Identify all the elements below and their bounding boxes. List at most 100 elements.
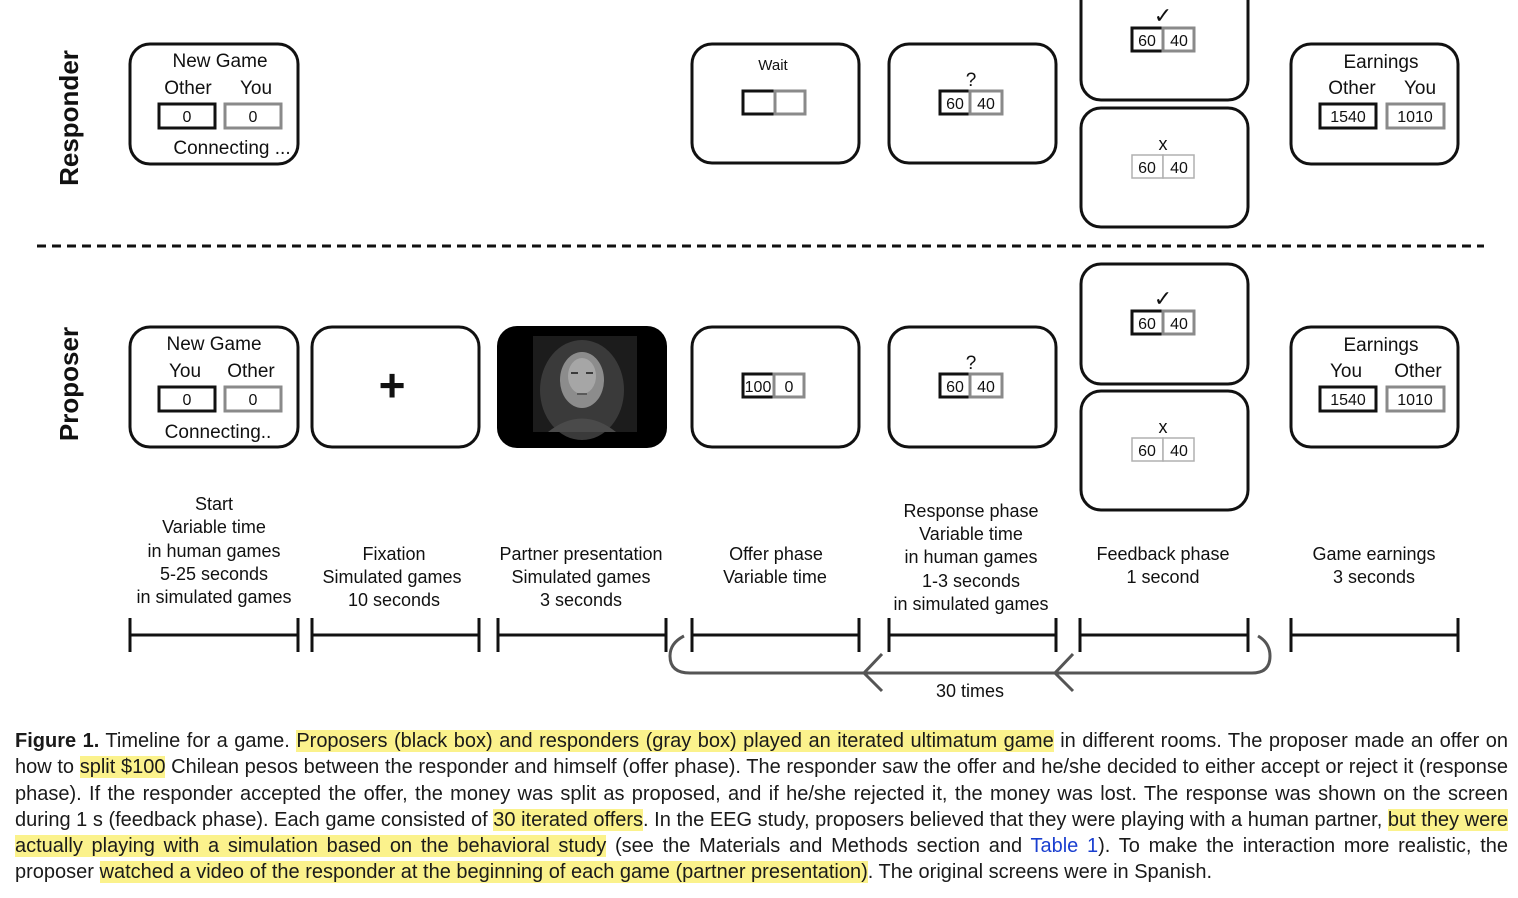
responder-gray-box bbox=[223, 102, 283, 130]
caption-text: in different rooms. The proposer made an… bbox=[15, 730, 1508, 779]
offer-box-b bbox=[1161, 26, 1196, 53]
proposer-black-box bbox=[157, 385, 217, 413]
caption-text: (see the Materials and Methods section a… bbox=[606, 835, 1031, 858]
fixation-cross-icon: + bbox=[379, 359, 406, 411]
phase-label-fixation: Fixation Simulated games 10 seconds bbox=[322, 544, 461, 610]
right-player-label: You bbox=[1404, 78, 1436, 99]
responder-feedback-reject-screen: x 60 40 bbox=[1079, 106, 1250, 229]
phase-label-response: Response phase Variable time in human ga… bbox=[893, 501, 1048, 614]
svg-text:1-3 seconds: 1-3 seconds bbox=[922, 571, 1020, 591]
proposer-earnings-screen: Earnings You Other 1540 1010 bbox=[1289, 325, 1460, 449]
caption-highlight: split $100 bbox=[79, 756, 166, 779]
screen-title: New Game bbox=[172, 51, 267, 72]
svg-text:Offer phase: Offer phase bbox=[729, 544, 823, 564]
proposer-row-label: Proposer bbox=[54, 327, 84, 441]
phase-label-partner: Partner presentation Simulated games 3 s… bbox=[499, 544, 662, 610]
duration-bar-partner bbox=[496, 618, 668, 652]
proposer-response-screen: ? 60 40 bbox=[887, 325, 1058, 449]
responder-feedback-accept-screen: ✓ 60 40 bbox=[1079, 0, 1250, 102]
question-mark: ? bbox=[966, 353, 977, 374]
responder-gray-box bbox=[223, 385, 283, 413]
loop-arrow-icon bbox=[1052, 652, 1075, 693]
wait-label: Wait bbox=[758, 57, 788, 74]
proposer-offer-screen: 100 0 bbox=[690, 325, 861, 449]
table-1-link[interactable]: Table 1 bbox=[1030, 835, 1099, 858]
offer-value-a: 100 bbox=[745, 379, 772, 396]
proposer-feedback-reject-screen: x 60 40 bbox=[1079, 389, 1250, 512]
svg-text:3 seconds: 3 seconds bbox=[540, 590, 622, 610]
x-mark-icon: x bbox=[1159, 134, 1168, 154]
status-text: Connecting.. bbox=[165, 422, 272, 443]
offer-value-a: 60 bbox=[946, 379, 964, 396]
partner-video-image bbox=[533, 336, 637, 440]
figure-caption: Figure 1. Timeline for a game. Proposers… bbox=[15, 728, 1508, 886]
timeline-figure: Responder Proposer New Game Other You 0 … bbox=[37, 0, 1484, 701]
left-value: 0 bbox=[183, 392, 192, 409]
caption-highlight: 30 iterated offers bbox=[493, 808, 644, 831]
duration-bar-fixation bbox=[310, 618, 481, 652]
offer-value-b: 40 bbox=[1170, 160, 1188, 177]
screen-title: Earnings bbox=[1344, 52, 1419, 73]
caption-text: ). To make the interaction more realisti… bbox=[15, 835, 1509, 884]
right-value: 0 bbox=[249, 392, 258, 409]
responder-response-screen: ? 60 40 bbox=[887, 42, 1058, 165]
loop-arrow-icon bbox=[861, 652, 884, 693]
caption-text: Timeline for a game. bbox=[99, 730, 297, 752]
offer-value-a: 60 bbox=[1138, 33, 1156, 50]
svg-text:Simulated games: Simulated games bbox=[511, 567, 650, 587]
offer-value-b: 40 bbox=[1170, 33, 1188, 50]
responder-earnings-screen: Earnings Other You 1540 1010 bbox=[1289, 42, 1460, 166]
proposer-black-box bbox=[157, 102, 217, 130]
left-value: 0 bbox=[183, 109, 192, 126]
offer-value-b: 40 bbox=[977, 379, 995, 396]
caption-text: . In the EEG study, proposers believed t… bbox=[643, 808, 1388, 831]
right-player-label: You bbox=[240, 78, 272, 99]
screen-title: New Game bbox=[166, 334, 261, 355]
right-value: 0 bbox=[249, 109, 258, 126]
svg-text:Feedback phase: Feedback phase bbox=[1096, 544, 1229, 564]
proposer-partner-screen bbox=[497, 326, 667, 448]
offer-box-b bbox=[1162, 437, 1195, 462]
proposer-feedback-accept-screen: ✓ 60 40 bbox=[1079, 262, 1250, 386]
duration-bar-response bbox=[887, 618, 1058, 652]
right-value: 1010 bbox=[1397, 109, 1433, 126]
svg-text:Partner presentation: Partner presentation bbox=[499, 544, 662, 564]
question-mark: ? bbox=[966, 70, 977, 91]
left-player-label: You bbox=[1330, 361, 1362, 382]
offer-box-b bbox=[968, 372, 1004, 399]
status-text: Connecting ... bbox=[173, 138, 290, 159]
duration-bar-feedback bbox=[1078, 618, 1250, 652]
phase-label-earnings: Game earnings 3 seconds bbox=[1312, 544, 1435, 587]
x-mark-icon: x bbox=[1159, 417, 1168, 437]
svg-text:Response phase: Response phase bbox=[903, 501, 1038, 521]
offer-value-b: 0 bbox=[785, 379, 794, 396]
caption-text: Chilean pesos between the responder and … bbox=[15, 756, 1508, 831]
duration-bar-start bbox=[128, 618, 300, 652]
svg-text:1 second: 1 second bbox=[1126, 567, 1199, 587]
left-value: 1540 bbox=[1330, 109, 1366, 126]
proposer-black-box bbox=[1318, 102, 1378, 130]
right-player-label: Other bbox=[1394, 361, 1442, 382]
offer-value-b: 40 bbox=[1170, 316, 1188, 333]
svg-text:5-25 seconds: 5-25 seconds bbox=[160, 564, 268, 584]
caption-highlight: Proposers (black box) and responders (gr… bbox=[296, 730, 1054, 752]
svg-text:Fixation: Fixation bbox=[362, 544, 425, 564]
checkmark-icon: ✓ bbox=[1154, 286, 1172, 311]
svg-text:Variable time: Variable time bbox=[162, 517, 266, 537]
svg-text:in human games: in human games bbox=[147, 541, 280, 561]
svg-text:Simulated games: Simulated games bbox=[322, 567, 461, 587]
svg-text:in human games: in human games bbox=[904, 547, 1037, 567]
responder-row-label: Responder bbox=[54, 50, 84, 186]
duration-bars bbox=[128, 618, 1460, 652]
caption-highlight: watched a video of the responder at the … bbox=[99, 861, 868, 884]
screen-title: Earnings bbox=[1344, 335, 1419, 356]
proposer-fixation-screen: + bbox=[310, 325, 481, 449]
offer-value-a: 60 bbox=[946, 96, 964, 113]
empty-offer-box-a bbox=[741, 89, 777, 116]
right-player-label: Other bbox=[227, 361, 275, 382]
offer-value-a: 60 bbox=[1138, 443, 1156, 460]
duration-bar-offer bbox=[690, 618, 861, 652]
empty-offer-box-b bbox=[773, 89, 807, 116]
svg-text:Variable time: Variable time bbox=[723, 567, 827, 587]
svg-text:3 seconds: 3 seconds bbox=[1333, 567, 1415, 587]
